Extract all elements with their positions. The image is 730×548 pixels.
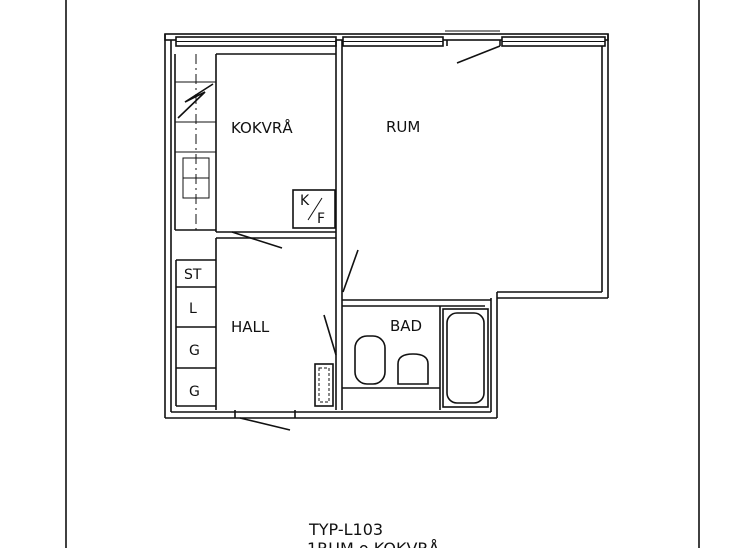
caption-type: TYP-L103	[308, 520, 383, 539]
top-windows	[175, 30, 606, 47]
washbasin-shape	[397, 353, 429, 385]
room-label-kokvra: KOKVRÅ	[231, 118, 293, 137]
bathroom-fixtures	[354, 308, 489, 408]
fridge-freezer: K F	[292, 189, 336, 229]
bathtub-inner	[446, 312, 485, 404]
fridge-f-label: F	[317, 211, 325, 227]
interior-doors	[231, 231, 359, 431]
closets: ST L G G	[175, 259, 216, 407]
kitchen-counter	[174, 54, 216, 231]
bathtub-outer	[442, 308, 489, 408]
fridge-k-label: K	[300, 193, 310, 209]
closet-g2-label: G	[189, 384, 200, 400]
interior-walls	[215, 40, 491, 410]
room-label-bad: BAD	[390, 317, 422, 335]
closet-st-label: ST	[184, 267, 202, 283]
room-label-hall: HALL	[231, 318, 270, 336]
room-label-rum: RUM	[386, 118, 420, 136]
closet-l-label: L	[189, 301, 197, 317]
toilet-shape	[354, 335, 386, 385]
balcony-door	[446, 40, 501, 64]
outer-walls	[164, 33, 609, 419]
closet-g1-label: G	[189, 343, 200, 359]
caption-desc: 1RUM o KOKVRÅ	[307, 539, 440, 548]
hall-cabinet	[314, 363, 334, 407]
